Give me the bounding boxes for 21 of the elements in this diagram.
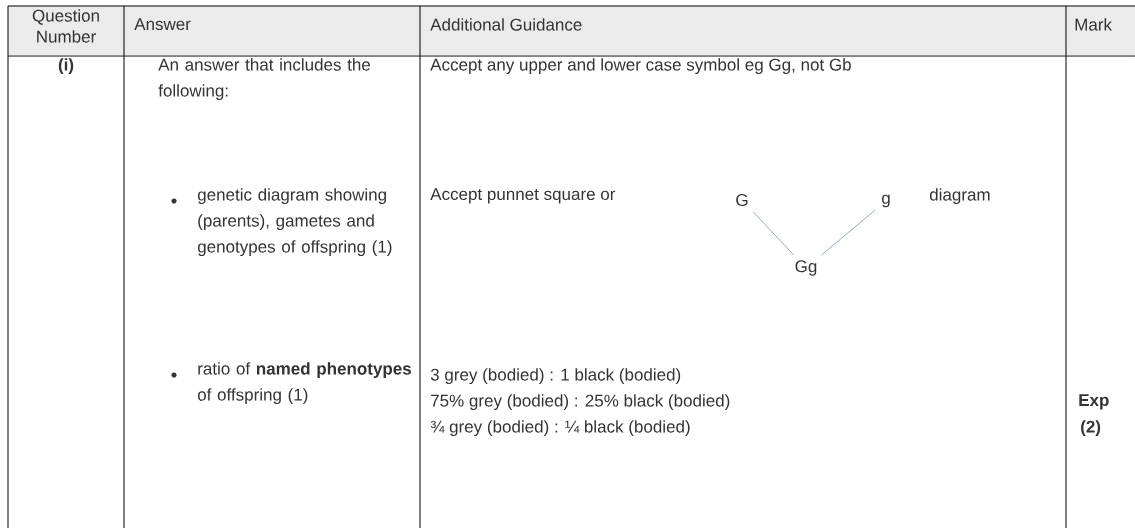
guidance-text: Accept any upper and lower case symbol eg Gg, not Gb [430, 58, 851, 75]
allele-symbol: G [736, 194, 748, 206]
mark-text: (2) [1081, 420, 1101, 437]
column-header: Additional Guidance [430, 18, 582, 31]
answer-text: genetic diagram showing (parents), gametes and genotypes of offspring (1) [197, 188, 392, 257]
allele-symbol: g [882, 194, 890, 208]
guidance-text: 3 grey (bodied) : 1 black (bodied) [430, 368, 681, 385]
guidance-text: Accept punnet square or [430, 188, 616, 204]
column-header: Answer [134, 18, 191, 31]
guidance-text: diagram [929, 188, 990, 205]
guidance-text: ¾ grey (bodied) : ¼ black (bodied) [430, 420, 690, 437]
answer-text: ratio of named phenotypes of offspring (1) [197, 362, 411, 405]
answer-text: An answer that includes the following: [158, 58, 371, 101]
connector-line [753, 211, 795, 256]
mark-text: Exp [1079, 394, 1109, 410]
question-number: (i) [58, 58, 74, 75]
genotype-symbol: Gg [795, 260, 817, 276]
connector-line [820, 209, 876, 256]
column-header: Mark [1075, 18, 1112, 31]
guidance-text: 75% grey (bodied) : 25% black (bodied) [431, 394, 730, 411]
column-header: Question Number [32, 9, 99, 43]
